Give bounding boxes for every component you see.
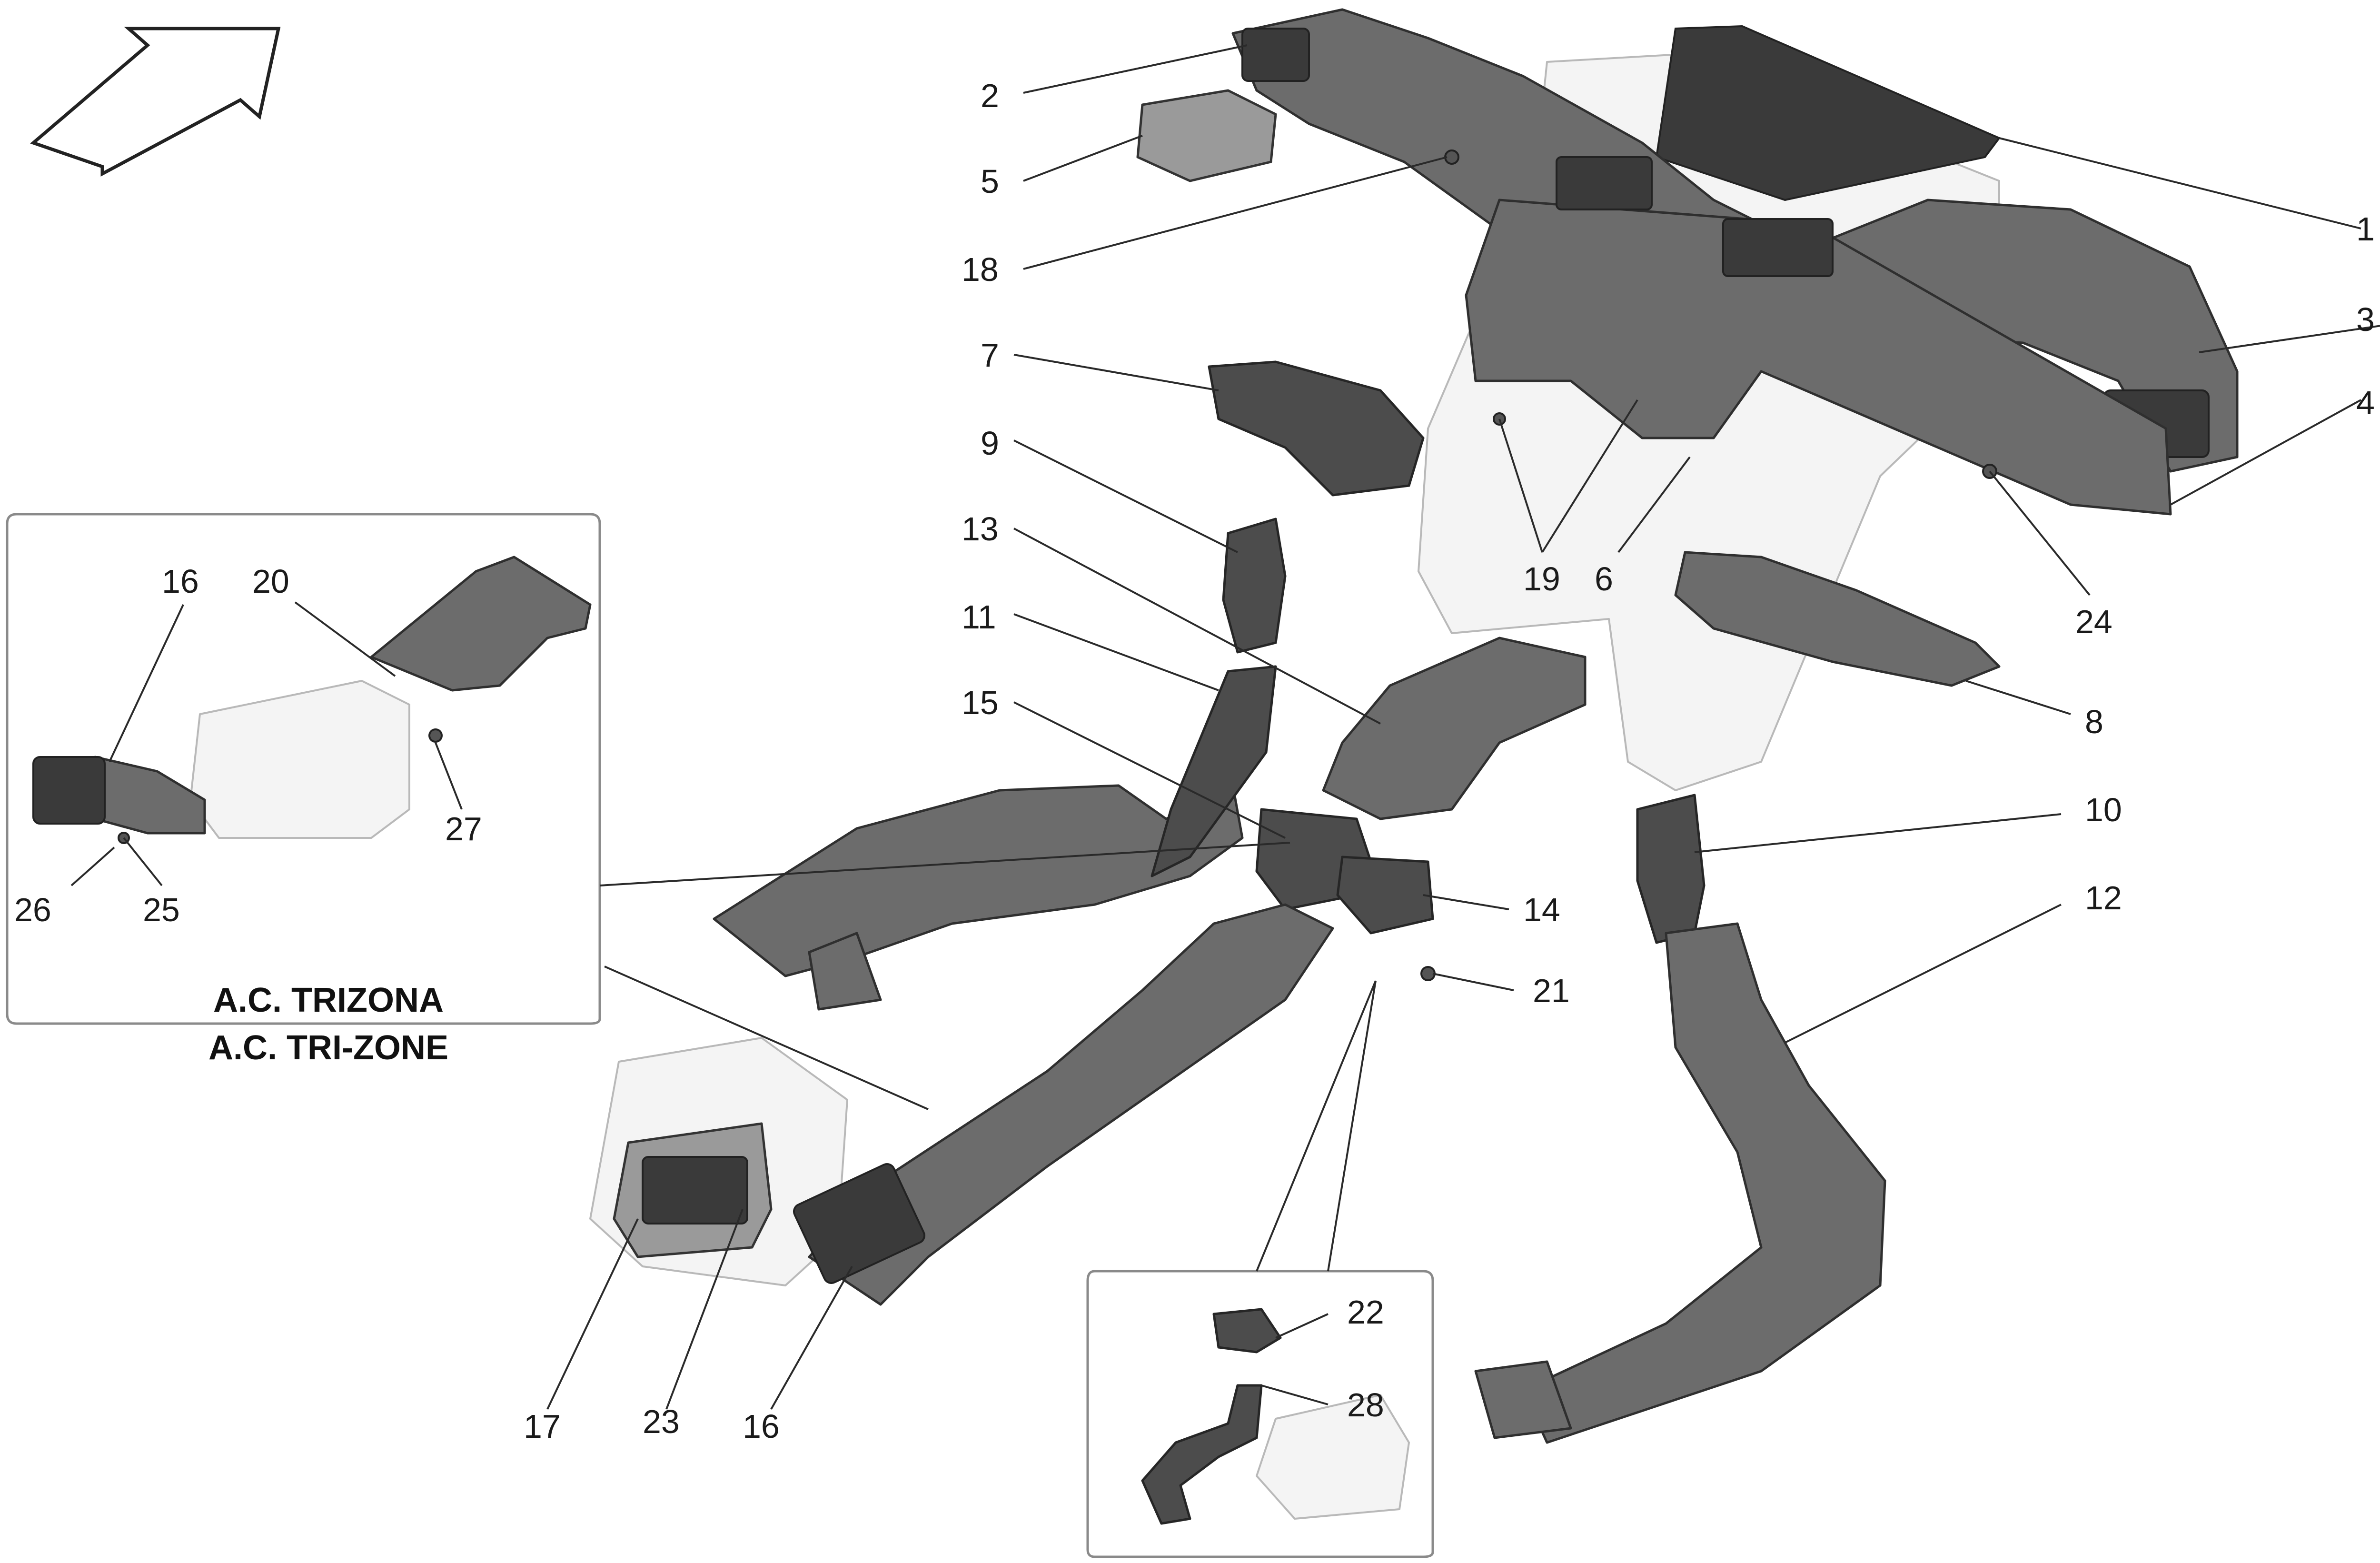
leader-1 — [1999, 137, 2361, 229]
callout-13: 13 — [962, 510, 999, 548]
inset-trizone-frame — [6, 513, 601, 1025]
callout-19: 19 — [1523, 560, 1560, 597]
part-12-long-floor-duct — [1522, 922, 1886, 1444]
callout-24: 24 — [2075, 603, 2112, 640]
callout-23: 23 — [643, 1403, 680, 1440]
callout-16a: 16 — [162, 563, 199, 600]
callout-25: 25 — [143, 891, 180, 928]
part-13-duct-section — [1150, 665, 1277, 877]
leader-14 — [1423, 894, 1509, 910]
part-7-duct-adapter — [1208, 360, 1425, 497]
part-16-trizone-vent — [32, 756, 106, 825]
leader-25 — [123, 837, 163, 886]
part-18-screw-icon — [1444, 149, 1459, 165]
inset-caption-english: A.C. TRI-ZONE — [208, 1029, 448, 1067]
leader-inset-a — [604, 966, 929, 1110]
callout-28: 28 — [1347, 1386, 1384, 1424]
leader-20 — [294, 601, 396, 677]
callout-11: 11 — [962, 598, 996, 636]
callout-8: 8 — [2085, 703, 2103, 740]
central-vent-right — [1722, 218, 1834, 277]
leader-6 — [1617, 456, 1691, 553]
part-21-screw-icon — [1420, 966, 1436, 981]
callout-6: 6 — [1595, 560, 1613, 597]
leader-8 — [1965, 680, 2071, 715]
leader-5 — [1023, 135, 1143, 182]
part-16-rear-vent — [793, 1163, 925, 1284]
leader-19b — [1541, 399, 1638, 553]
callout-20: 20 — [252, 563, 289, 600]
callout-10: 10 — [2085, 791, 2122, 828]
callout-1: 1 — [2356, 210, 2375, 248]
leader-12 — [1785, 904, 2062, 1044]
inset-trizone-parts — [32, 556, 592, 844]
leader-7 — [1013, 354, 1219, 391]
callout-9: 9 — [981, 425, 999, 462]
leader-21 — [1432, 973, 1514, 991]
part-20-trizone-duct — [370, 556, 592, 692]
callout-2: 2 — [981, 77, 999, 114]
leader-15 — [1013, 701, 1286, 839]
callout-18: 18 — [962, 251, 999, 288]
leader-inset-d — [1327, 980, 1377, 1272]
leader-28 — [1261, 1384, 1329, 1405]
part-23-vent-louvre — [642, 1156, 748, 1225]
callout-7: 7 — [981, 337, 999, 374]
part-27-clip-icon — [428, 728, 443, 743]
inset-sensor-frame — [1086, 1270, 1434, 1558]
rear-y-duct — [1322, 637, 1587, 820]
part-8-floor-duct-right — [1674, 551, 2001, 687]
leader-lines — [70, 44, 2380, 1410]
leader-11 — [1013, 613, 1219, 691]
part-22-sensor — [1212, 1308, 1282, 1354]
leader-18 — [1023, 156, 1448, 270]
leader-13 — [1013, 528, 1381, 725]
callout-4: 4 — [2356, 384, 2375, 421]
callout-14: 14 — [1523, 891, 1560, 928]
leader-2 — [1023, 44, 1248, 94]
callout-15: 15 — [962, 684, 999, 721]
part-5-vent-module — [1136, 89, 1277, 182]
part-12-outlet — [1474, 1360, 1572, 1439]
part-14-actuator — [1336, 856, 1434, 935]
leader-22 — [1275, 1313, 1329, 1339]
callout-22: 22 — [1347, 1294, 1384, 1331]
part-2-side-vent — [1241, 28, 1310, 82]
leader-16a — [109, 604, 184, 762]
leader-17 — [546, 1218, 639, 1410]
inset-sensor-parts — [1141, 1308, 1282, 1525]
part-11-floor-duct-left — [713, 784, 1244, 977]
leader-27 — [435, 742, 463, 810]
leader-9 — [1013, 439, 1238, 553]
callout-numbers: 1 2 3 4 5 6 7 8 9 10 11 12 13 14 15 16 1… — [14, 77, 2375, 1445]
part-28-hose — [1141, 1384, 1263, 1525]
part-10-vent-duct — [1636, 794, 1706, 944]
callout-17: 17 — [524, 1408, 561, 1445]
callout-5: 5 — [981, 163, 999, 200]
part-11-outlet — [808, 932, 882, 1011]
leader-4 — [2170, 399, 2361, 506]
part-9-duct-connector — [1222, 518, 1287, 654]
part-16-rear-duct — [808, 903, 1334, 1306]
leader-23 — [665, 1209, 744, 1410]
leader-3 — [2199, 325, 2380, 353]
leader-inset-c — [1256, 980, 1377, 1272]
inset-caption-italian: A.C. TRIZONA — [213, 981, 444, 1019]
callout-21: 21 — [1533, 972, 1570, 1009]
leader-19a — [1498, 418, 1543, 553]
leader-26 — [70, 846, 115, 886]
leader-10 — [1694, 813, 2062, 853]
callout-26: 26 — [14, 891, 51, 928]
leader-16b — [770, 1266, 853, 1410]
direction-arrow-icon — [30, 27, 281, 177]
central-vent-left — [1556, 156, 1653, 210]
leader-24 — [1989, 470, 2091, 596]
callout-3: 3 — [2356, 301, 2375, 338]
callout-16b: 16 — [743, 1408, 780, 1445]
callout-12: 12 — [2085, 879, 2122, 916]
callout-27: 27 — [445, 810, 482, 847]
leader-inset-b — [599, 842, 1290, 886]
